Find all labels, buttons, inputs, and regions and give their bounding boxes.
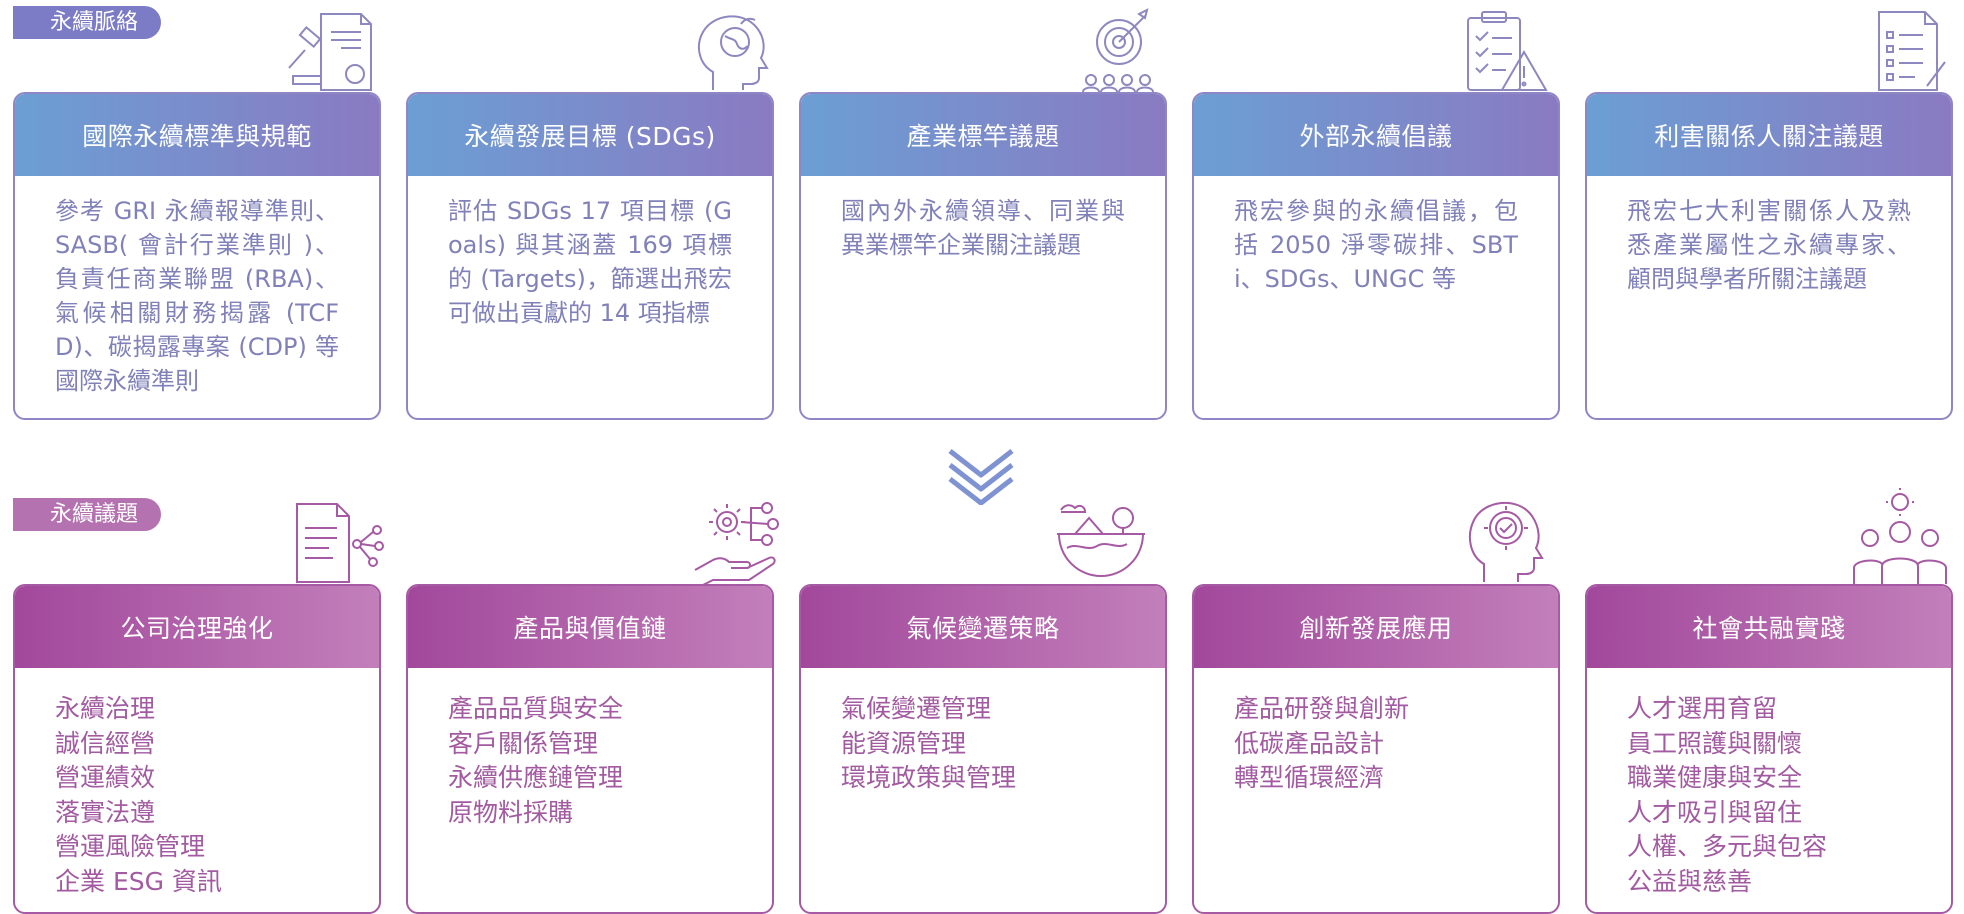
list-item: 人權、多元與包容 — [1627, 832, 1828, 861]
list-item: 員工照護與關懷 — [1627, 728, 1803, 758]
card-description: 評估 SDGs 17 項目標 (Goals) 與其涵蓋 169 項標的 (Tar… — [448, 197, 732, 327]
topic-card-value-chain: 產品與價值鏈 產品品質與安全 客戶關係管理 永續供應鏈管理 原物料採購 — [406, 584, 774, 914]
card-description: 飛宏參與的永續倡議，包括 2050 淨零碳排、SBTi、SDGs、UNGC 等 — [1234, 197, 1518, 293]
context-card-international-standards: 國際永續標準與規範 參考 GRI 永續報導準則、SASB( 會計行業準則 )、負… — [13, 92, 381, 420]
context-card-industry-benchmark: 產業標竿議題 國內外永續領導、同業與異業標竿企業關注議題 — [799, 92, 1167, 420]
list-item: 轉型循環經濟 — [1234, 763, 1385, 792]
checklist-document-icon — [1875, 10, 1953, 92]
double-chevron-down-icon — [946, 445, 1016, 506]
card-description: 飛宏七大利害關係人及熟悉產業屬性之永續專家、顧問與學者所關注議題 — [1627, 197, 1911, 293]
list-item: 低碳產品設計 — [1234, 728, 1385, 758]
list-item: 產品研發與創新 — [1234, 694, 1410, 723]
card-title: 公司治理強化 — [15, 586, 379, 668]
list-item: 氣候變遷管理 — [841, 694, 992, 723]
topic-list: 氣候變遷管理 能資源管理 環境政策與管理 — [841, 692, 1125, 796]
card-title: 社會共融實踐 — [1587, 586, 1951, 668]
card-description: 參考 GRI 永續報導準則、SASB( 會計行業準則 )、負責任商業聯盟 (RB… — [55, 197, 339, 395]
card-title: 永續發展目標 (SDGs) — [408, 94, 772, 176]
card-title: 國際永續標準與規範 — [15, 94, 379, 176]
list-item: 永續供應鏈管理 — [448, 763, 624, 792]
card-title: 創新發展應用 — [1194, 586, 1558, 668]
topic-card-climate: 氣候變遷策略 氣候變遷管理 能資源管理 環境政策與管理 — [799, 584, 1167, 914]
card-title: 產業標竿議題 — [801, 94, 1165, 176]
document-network-icon — [293, 500, 385, 584]
card-description: 國內外永續領導、同業與異業標竿企業關注議題 — [841, 197, 1125, 259]
list-item: 客戶關係管理 — [448, 728, 599, 758]
list-item: 營運風險管理 — [55, 832, 206, 861]
list-item: 落實法遵 — [55, 797, 156, 827]
clipboard-warning-icon — [1462, 10, 1550, 92]
nature-globe-icon — [1055, 498, 1147, 584]
card-title: 氣候變遷策略 — [801, 586, 1165, 668]
list-item: 環境政策與管理 — [841, 763, 1017, 792]
list-item: 人才吸引與留住 — [1627, 797, 1803, 827]
topic-card-innovation: 創新發展應用 產品研發與創新 低碳產品設計 轉型循環經濟 — [1192, 584, 1560, 914]
list-item: 職業健康與安全 — [1627, 763, 1803, 792]
topic-list: 人才選用育留 員工照護與關懷 職業健康與安全 人才吸引與留住 人權、多元與包容 … — [1627, 692, 1911, 899]
topic-card-social: 社會共融實踐 人才選用育留 員工照護與關懷 職業健康與安全 人才吸引與留住 人權… — [1585, 584, 1953, 914]
topic-list: 產品品質與安全 客戶關係管理 永續供應鏈管理 原物料採購 — [448, 692, 732, 830]
list-item: 人才選用育留 — [1627, 694, 1778, 723]
list-item: 永續治理 — [55, 694, 156, 723]
list-item: 企業 ESG 資訊 — [55, 866, 222, 896]
context-card-sdgs: 永續發展目標 (SDGs) 評估 SDGs 17 項目標 (Goals) 與其涵… — [406, 92, 774, 420]
list-item: 公益與慈善 — [1627, 866, 1753, 896]
card-title: 利害關係人關注議題 — [1587, 94, 1951, 176]
gavel-document-icon — [285, 10, 377, 92]
head-gear-icon — [1466, 492, 1546, 584]
list-item: 營運績效 — [55, 763, 156, 792]
context-card-stakeholder-issues: 利害關係人關注議題 飛宏七大利害關係人及熟悉產業屬性之永續專家、顧問與學者所關注… — [1585, 92, 1953, 420]
list-item: 產品品質與安全 — [448, 694, 624, 723]
card-title: 外部永續倡議 — [1194, 94, 1558, 176]
list-item: 能資源管理 — [841, 728, 967, 758]
topic-card-governance: 公司治理強化 永續治理 誠信經營 營運績效 落實法遵 營運風險管理 企業 ESG… — [13, 584, 381, 914]
list-item: 誠信經營 — [55, 728, 156, 758]
head-globe-icon — [693, 10, 773, 92]
context-card-external-initiatives: 外部永續倡議 飛宏參與的永續倡議，包括 2050 淨零碳排、SBTi、SDGs、… — [1192, 92, 1560, 420]
target-people-icon — [1075, 8, 1165, 92]
section-tag-context: 永續脈絡 — [13, 6, 161, 39]
list-item: 原物料採購 — [448, 797, 574, 827]
hand-gears-icon — [693, 500, 785, 584]
card-title: 產品與價值鏈 — [408, 586, 772, 668]
topic-list: 產品研發與創新 低碳產品設計 轉型循環經濟 — [1234, 692, 1518, 796]
section-tag-topics: 永續議題 — [13, 498, 161, 531]
people-gear-icon — [1850, 488, 1950, 584]
topic-list: 永續治理 誠信經營 營運績效 落實法遵 營運風險管理 企業 ESG 資訊 — [55, 692, 339, 899]
